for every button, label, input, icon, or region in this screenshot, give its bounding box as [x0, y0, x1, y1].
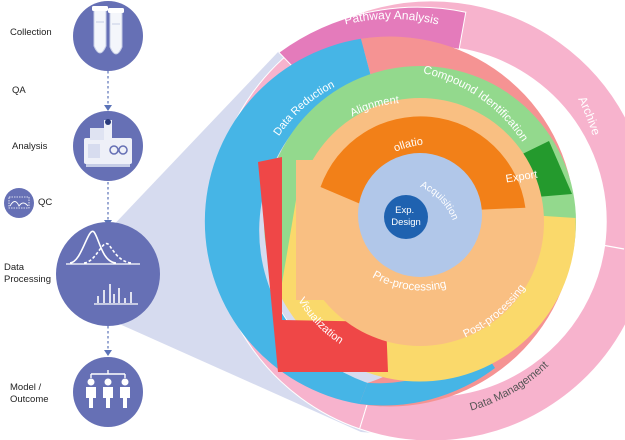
visualization-segment [258, 157, 388, 372]
data-processing-circle [56, 222, 160, 326]
qc-label: QC [38, 197, 53, 208]
sample-tubes-icon [92, 6, 124, 55]
collection-label: Collection [10, 27, 52, 38]
archive-divider [579, 240, 625, 250]
qc-chromatogram-icon [8, 196, 30, 209]
peaks-spectrum-icon [66, 230, 140, 305]
mass-spectrometer-icon [84, 119, 132, 167]
data-processing-label: Data Processing [4, 262, 51, 285]
analysis-label: Analysis [12, 141, 48, 152]
pre-processing-left-block [296, 160, 330, 300]
qc-circle [4, 188, 34, 218]
hierarchy-people-icon [86, 370, 130, 408]
pathway-analysis-label: Pathway Analysis [343, 8, 441, 28]
exp-design-core [384, 195, 428, 239]
data-reduction-segment [204, 38, 372, 405]
model-outcome-label: Model / Outcome [10, 382, 49, 405]
collection-circle [73, 1, 143, 71]
qa-label: QA [12, 85, 26, 96]
export-label: Export [505, 169, 538, 186]
exp-design-label: Exp. Design [391, 205, 421, 228]
